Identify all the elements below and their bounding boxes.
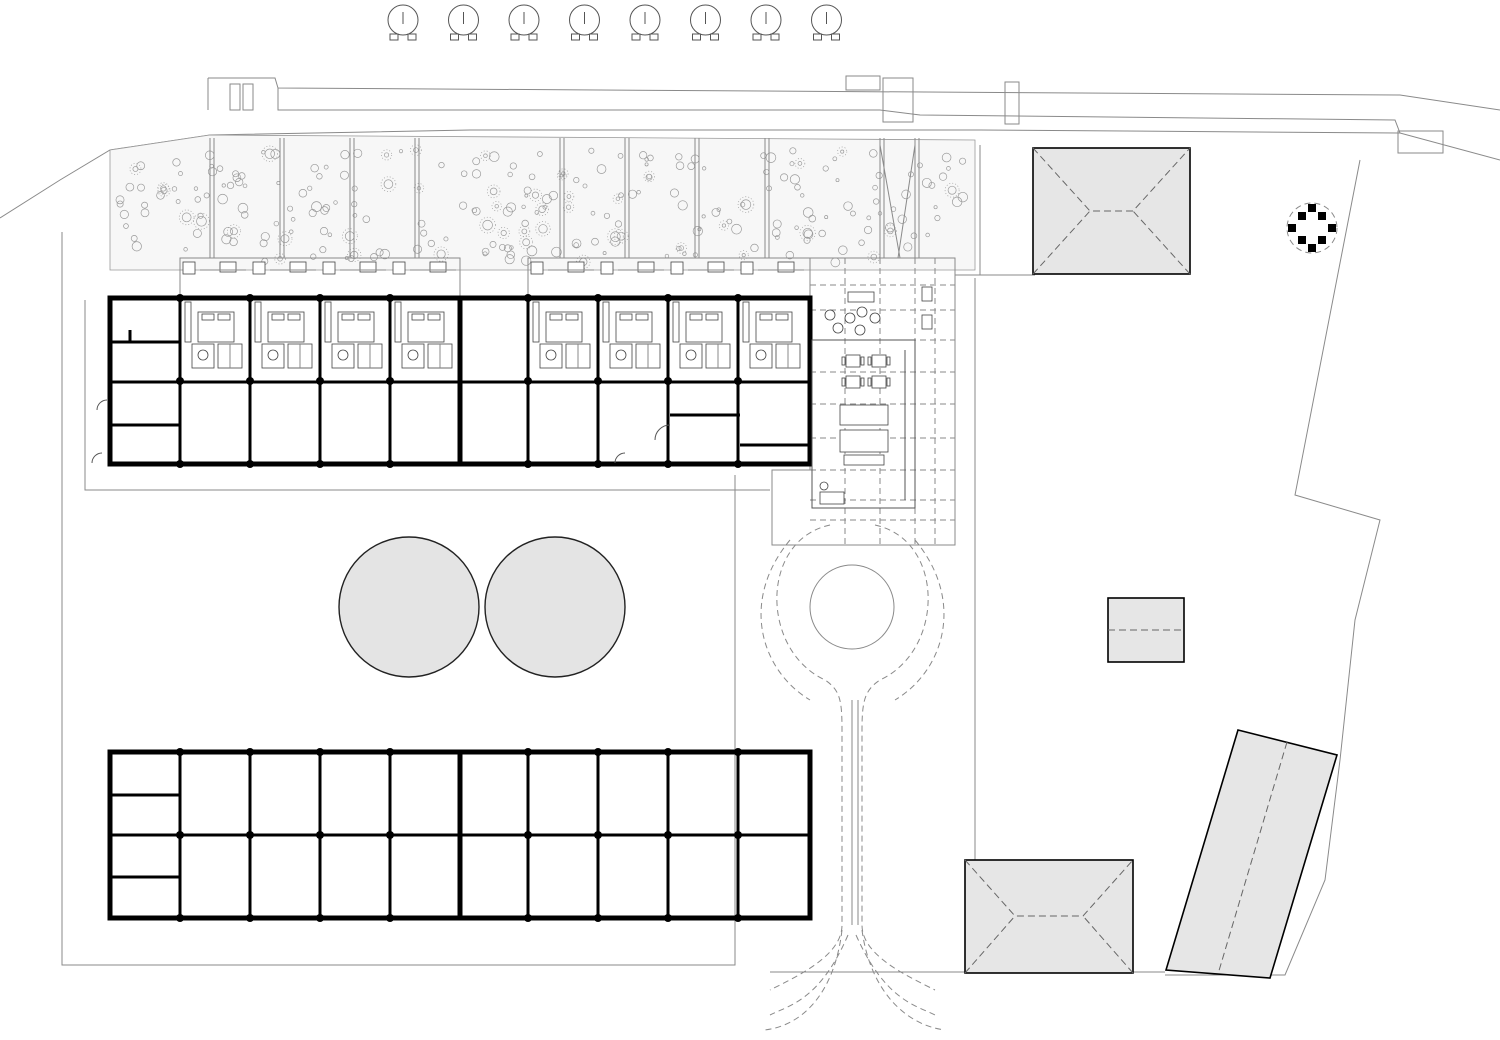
north-building [91, 294, 813, 468]
table-icon [841, 375, 865, 389]
south-building [107, 748, 813, 922]
tree-icon [811, 4, 842, 41]
water-tanks [338, 536, 626, 678]
patio-bench [530, 261, 594, 275]
bed-icon [602, 301, 661, 369]
bed-icon [254, 301, 313, 369]
dining-tables [841, 354, 891, 389]
bed-icon [672, 301, 731, 369]
garden-dividers [209, 138, 920, 259]
bed-icon [184, 301, 243, 369]
patio-bench [322, 261, 386, 275]
driveway [760, 524, 946, 1031]
tree-icon [508, 4, 540, 41]
tree-icon [629, 4, 661, 41]
patio-bench [182, 261, 246, 275]
garden-plants [115, 144, 968, 269]
patio-bench [252, 261, 316, 275]
patio-paving [179, 257, 956, 546]
outbuildings [964, 147, 1339, 979]
patio-bench [740, 261, 804, 275]
bed-icon [742, 301, 801, 369]
patio-bench [600, 261, 664, 275]
patio-bench [670, 261, 734, 275]
table-icon [867, 375, 891, 389]
tree-icon [387, 4, 419, 41]
bed-icon [532, 301, 591, 369]
garden-strip [109, 134, 976, 271]
tree-icon [448, 4, 479, 41]
bed-icon [324, 301, 383, 369]
tree-icon [569, 4, 600, 41]
tree-icon [690, 4, 721, 41]
roof-long [1164, 729, 1339, 979]
pavilion [811, 286, 933, 509]
patio-bench [392, 261, 456, 275]
tree-icon [750, 4, 782, 41]
pergola [1286, 202, 1338, 254]
tank-left [338, 536, 480, 678]
bedroom-furniture [184, 301, 801, 369]
table-icon [841, 354, 865, 368]
tank-right [484, 536, 626, 678]
top-tree-row [387, 4, 842, 41]
roof-south [964, 859, 1134, 974]
table-icon [867, 354, 891, 368]
roof-north [1032, 147, 1191, 275]
bed-icon [394, 301, 453, 369]
